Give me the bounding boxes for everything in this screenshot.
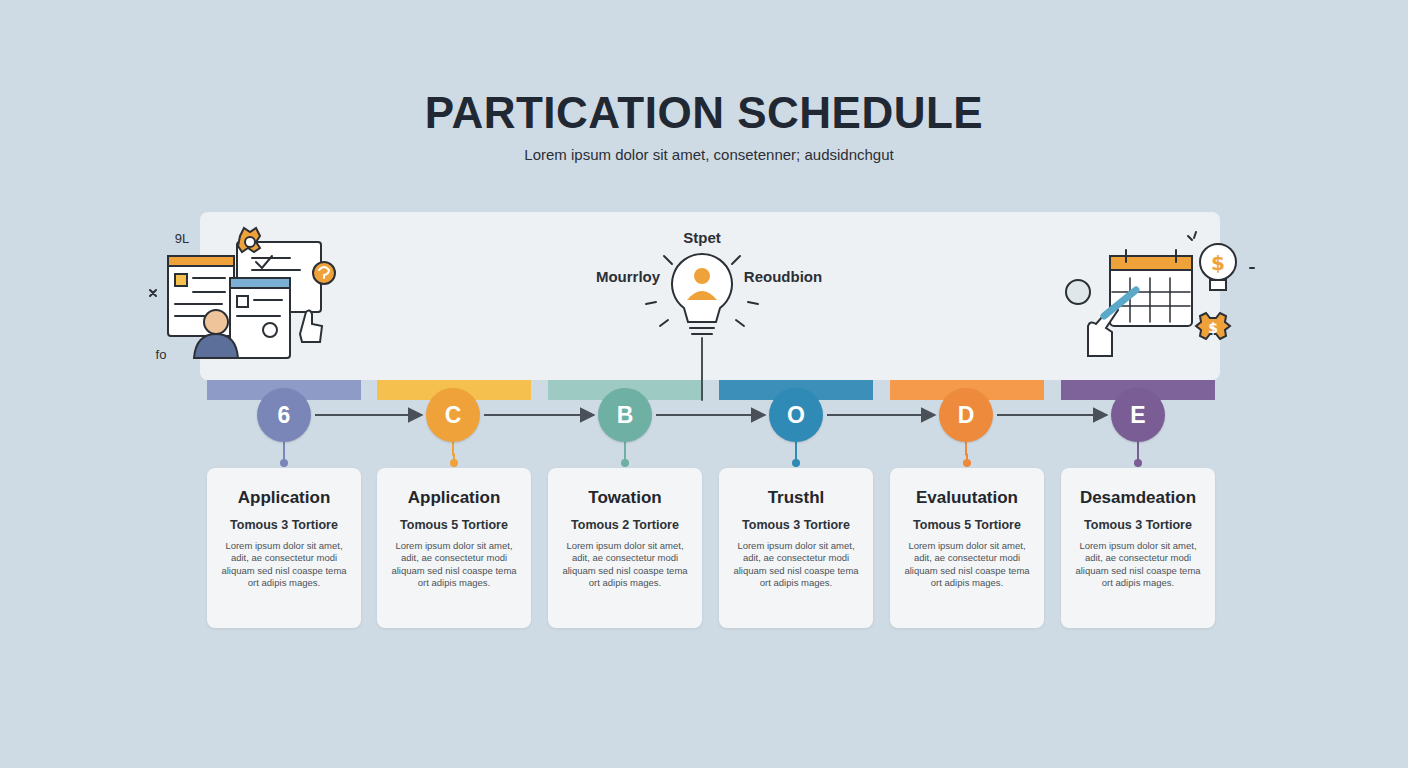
label: Reoudbion [744, 268, 822, 285]
panel [200, 212, 1220, 380]
flow-arrow [315, 414, 422, 416]
title: PARTICATION SCHEDULE [425, 88, 983, 138]
step-circle: 6 [257, 388, 311, 442]
step-body: Lorem ipsum dolor sit amet, adit, ae con… [558, 540, 692, 589]
flow-arrow [656, 414, 765, 416]
step-heading: Application [217, 488, 351, 508]
step-card: DesamdeationTomous 3 TortioreLorem ipsum… [1061, 468, 1215, 628]
step-heading: Towation [558, 488, 692, 508]
step-body: Lorem ipsum dolor sit amet, adit, ae con… [729, 540, 863, 589]
step-letter: 6 [278, 402, 291, 429]
step-heading: Trusthl [729, 488, 863, 508]
step-card: ApplicationTomous 5 TortioreLorem ipsum … [377, 468, 531, 628]
step-body: Lorem ipsum dolor sit amet, adit, ae con… [1071, 540, 1205, 589]
flow-arrow [827, 414, 935, 416]
step-card: TrusthlTomous 3 TortioreLorem ipsum dolo… [719, 468, 873, 628]
step-card: TowationTomous 2 TortioreLorem ipsum dol… [548, 468, 702, 628]
lightbulb-illustration [646, 254, 758, 400]
tabs [207, 380, 1215, 400]
step-subheading: Tomous 2 Tortiore [558, 518, 692, 532]
label: Stpet [683, 229, 721, 246]
step-letter: C [445, 402, 462, 429]
step-letter: E [1130, 402, 1145, 429]
step-letter: B [617, 402, 634, 429]
step-letter: O [787, 402, 805, 429]
step-card: ApplicationTomous 3 TortioreLorem ipsum … [207, 468, 361, 628]
stem-dot [792, 459, 800, 467]
stem-dot [963, 459, 971, 467]
documents-illustration [150, 228, 335, 358]
calendar-illustration: $ $ [1066, 232, 1254, 356]
step-subheading: Tomous 5 Tortiore [387, 518, 521, 532]
stem-dot [280, 459, 288, 467]
subtitle: Lorem ipsum dolor sit amet, consetenner;… [524, 146, 893, 163]
svg-text:$: $ [1208, 320, 1218, 336]
svg-text:$: $ [1211, 251, 1225, 275]
flow-arrow [997, 414, 1107, 416]
step-heading: Evaluutation [900, 488, 1034, 508]
step-heading: Desamdeation [1071, 488, 1205, 508]
step-card: EvaluutationTomous 5 TortioreLorem ipsum… [890, 468, 1044, 628]
flow-arrow [484, 414, 594, 416]
label: 9L [175, 231, 189, 246]
step-heading: Application [387, 488, 521, 508]
step-subheading: Tomous 3 Tortiore [217, 518, 351, 532]
stem-dot [450, 459, 458, 467]
step-subheading: Tomous 3 Tortiore [729, 518, 863, 532]
label: Mourrloy [596, 268, 660, 285]
step-circle: B [598, 388, 652, 442]
step-circle: E [1111, 388, 1165, 442]
step-body: Lorem ipsum dolor sit amet, adit, ae con… [217, 540, 351, 589]
label: fo [156, 347, 167, 362]
step-circle: O [769, 388, 823, 442]
step-letter: D [958, 402, 975, 429]
stem-dot [1134, 459, 1142, 467]
step-subheading: Tomous 5 Tortiore [900, 518, 1034, 532]
step-circle: D [939, 388, 993, 442]
stem-dot [621, 459, 629, 467]
step-body: Lorem ipsum dolor sit amet, adit, ae con… [900, 540, 1034, 589]
step-subheading: Tomous 3 Tortiore [1071, 518, 1205, 532]
step-circle: C [426, 388, 480, 442]
step-body: Lorem ipsum dolor sit amet, adit, ae con… [387, 540, 521, 589]
